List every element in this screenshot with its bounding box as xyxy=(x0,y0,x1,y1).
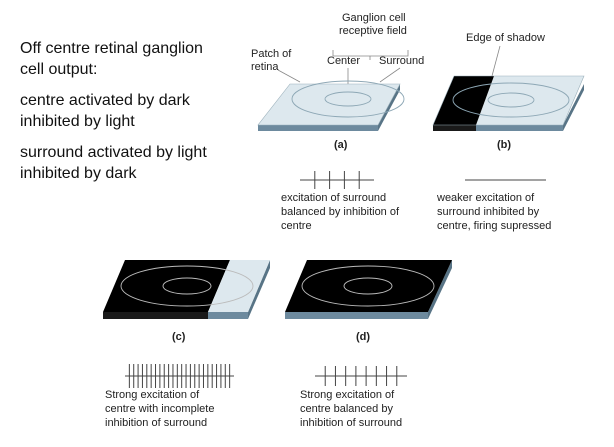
panel-b-caption-line3: centre, firing supressed xyxy=(437,220,552,232)
panel-a-caption-line3: centre xyxy=(281,220,312,232)
panel-c-caption-line3: inhibition of surround xyxy=(105,417,208,429)
intro-title-line2: cell output: xyxy=(20,61,98,78)
panel-b-side-right xyxy=(563,84,584,131)
panel-b-shadow xyxy=(433,76,494,125)
spike-train-d-spikes xyxy=(324,366,398,386)
panel-a-center-ring xyxy=(324,91,372,107)
spike-train-a-spikes xyxy=(314,171,360,189)
panel-b-caption: weaker excitation of surround inhibited … xyxy=(437,191,551,233)
panel-a-caption: excitation of surround balanced by inhib… xyxy=(281,191,399,233)
panel-c-retina xyxy=(103,260,270,319)
spike-train-c-spikes xyxy=(128,364,231,388)
panel-d-center-ring xyxy=(343,277,393,295)
panel-d-retina xyxy=(285,260,452,319)
panel-a-side xyxy=(258,125,378,131)
panel-b-side-dark xyxy=(433,125,476,131)
panel-b-light-half xyxy=(476,76,584,125)
panel-b-retina xyxy=(432,75,585,131)
spike-train-d xyxy=(315,366,407,386)
panel-d-shadow xyxy=(285,260,452,312)
panel-a-surround-ring xyxy=(291,80,405,118)
panel-c-surround-ring xyxy=(120,265,254,307)
panel-a-side-right xyxy=(378,84,400,131)
panel-a-caption-line2: balanced by inhibition of xyxy=(281,206,400,218)
panel-c-center-ring xyxy=(162,277,212,295)
spike-train-a xyxy=(300,171,374,189)
panel-d-caption-line1: Strong excitation of xyxy=(300,389,395,401)
panel-a-label: (a) xyxy=(334,139,348,151)
panel-c-caption: Strong excitation of centre with incompl… xyxy=(105,388,214,430)
intro-surround-line2: inhibited by dark xyxy=(20,165,137,182)
patch-of-retina-label-line1: Patch of xyxy=(251,48,292,60)
panel-b-caption-line1: weaker excitation of xyxy=(437,192,535,204)
receptive-field-label-line2: receptive field xyxy=(339,25,407,37)
panel-c-light xyxy=(208,260,270,312)
panel-c-side-right xyxy=(248,260,270,319)
panel-d-side-right xyxy=(428,260,452,319)
panel-d-label: (d) xyxy=(356,331,371,343)
intro-centre-line2: inhibited by light xyxy=(20,113,135,130)
panel-c-caption-line1: Strong excitation of xyxy=(105,389,200,401)
panel-c-label: (c) xyxy=(172,331,186,343)
panel-b-center-ring xyxy=(487,92,535,108)
panel-a-top xyxy=(257,83,401,126)
surround-label: Surround xyxy=(379,55,425,67)
panel-c-side-light xyxy=(208,312,248,319)
panel-a-retina xyxy=(257,80,405,131)
panel-d-surround-ring xyxy=(301,265,435,307)
center-label: Center xyxy=(327,55,361,67)
intro-centre-line1: centre activated by dark xyxy=(20,92,190,109)
panel-a-caption-line1: excitation of surround xyxy=(281,192,387,204)
panel-b-caption-line2: surround inhibited by xyxy=(437,206,540,218)
edge-of-shadow-label: Edge of shadow xyxy=(466,32,545,44)
spike-train-c xyxy=(125,364,234,388)
panel-d-side xyxy=(285,312,428,319)
receptive-field-label-line1: Ganglion cell xyxy=(342,12,406,24)
intro-surround-line1: surround activated by light xyxy=(20,144,207,161)
panel-d-caption-line2: centre balanced by xyxy=(300,403,393,415)
panel-c-caption-line2: centre with incomplete xyxy=(105,403,215,415)
panel-c-shadow xyxy=(103,260,230,312)
panel-b-label: (b) xyxy=(497,139,512,151)
panel-b-surround-ring xyxy=(452,82,570,118)
patch-of-retina-label-line2: retina xyxy=(251,61,279,73)
panel-d-caption: Strong excitation of centre balanced by … xyxy=(300,388,402,430)
panel-d-caption-line3: inhibition of surround xyxy=(300,417,403,429)
intro-title-line1: Off centre retinal ganglion xyxy=(20,40,203,57)
